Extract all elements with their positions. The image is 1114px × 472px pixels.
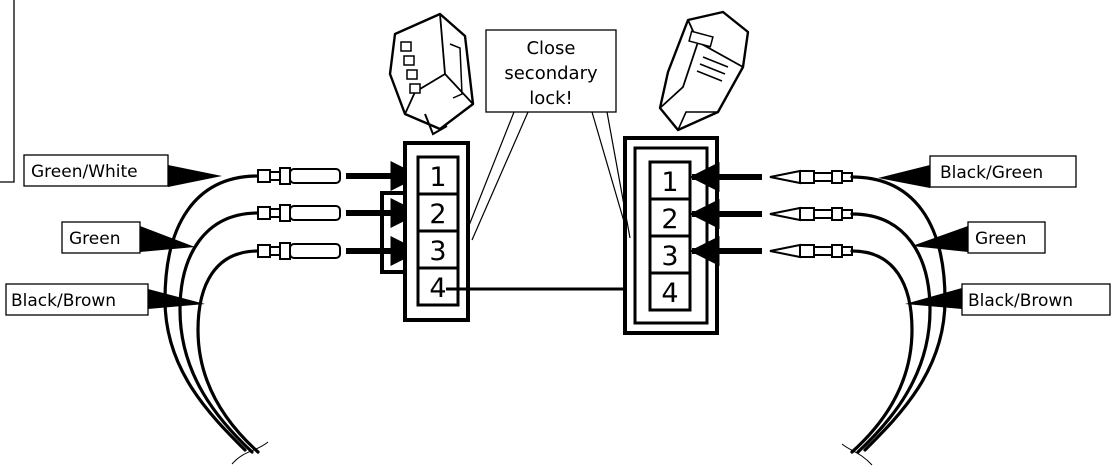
- right-wire-label-2: Green: [912, 221, 1046, 254]
- left-connector-housing-illustration: [388, 12, 475, 136]
- left-pin-2: 2: [429, 199, 446, 230]
- left-pin-cell-2: [416, 192, 460, 233]
- left-pin-3: 3: [429, 236, 446, 267]
- right-pin-2: 2: [661, 204, 678, 235]
- left-wire-2: [178, 211, 260, 454]
- callout-line-3: lock!: [529, 88, 573, 109]
- callout-box: [485, 29, 617, 113]
- left-wire-label-1: Green/White: [23, 154, 222, 187]
- callout-leader-lines: [467, 111, 631, 241]
- secondary-lock-callout: Close secondary lock!: [467, 29, 631, 241]
- right-pin-3: 3: [661, 241, 678, 272]
- svg-text:Green: Green: [69, 229, 120, 249]
- right-terminal-1: [769, 169, 853, 185]
- right-terminal-3: [769, 243, 853, 259]
- left-connector: 1 2 3 4: [380, 141, 470, 322]
- left-pin-1: 1: [429, 162, 446, 193]
- right-pin-4: 4: [661, 278, 678, 309]
- left-terminal-2: [257, 204, 341, 222]
- svg-text:Black/Brown: Black/Brown: [11, 291, 116, 311]
- right-wire-cut-end: [841, 443, 873, 466]
- callout-line-1: Close: [526, 38, 575, 59]
- right-terminal-2: [769, 206, 853, 222]
- right-wire-label-1: Black/Green: [878, 155, 1077, 188]
- left-wire-label-3: Black/Brown: [5, 283, 205, 316]
- left-wire-label-2: Green: [61, 221, 195, 254]
- left-connector-bracket: [380, 191, 405, 274]
- right-harness: [841, 175, 947, 466]
- left-pin-4: 4: [429, 273, 446, 304]
- right-pin-cell-4: [648, 271, 692, 312]
- left-pin-cell-4: [416, 266, 460, 307]
- svg-text:Black/Green: Black/Green: [940, 163, 1043, 183]
- svg-text:Black/Brown: Black/Brown: [968, 291, 1073, 311]
- right-pin-1: 1: [661, 167, 678, 198]
- page-frame-corner: [0, 0, 15, 183]
- right-wire-3: [850, 249, 914, 454]
- left-wire-cut-end: [231, 441, 269, 465]
- callout-line-2: secondary: [504, 63, 598, 84]
- left-terminal-3: [257, 242, 341, 260]
- right-wire-2: [850, 212, 932, 454]
- right-connector: 1 2 3 4: [623, 136, 719, 335]
- left-terminal-1: [257, 167, 341, 185]
- right-wire-label-3: Black/Brown: [905, 283, 1111, 316]
- left-wire-3: [196, 249, 260, 454]
- left-pin-cell-3: [416, 229, 460, 270]
- left-harness: [163, 174, 269, 465]
- svg-text:Green: Green: [975, 229, 1026, 249]
- svg-text:Green/White: Green/White: [31, 162, 138, 182]
- right-connector-housing-illustration: [658, 10, 750, 132]
